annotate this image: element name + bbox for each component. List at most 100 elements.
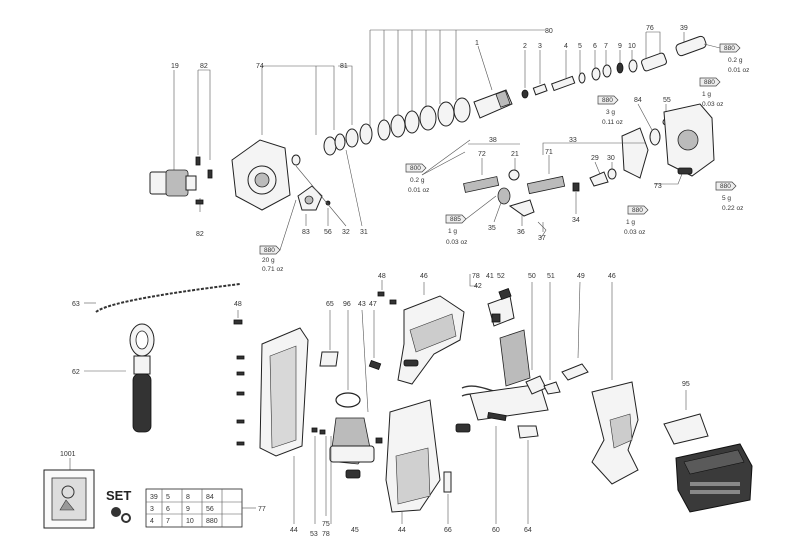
grease-note-2to10: 880 3 g 0.11 oz [602, 97, 623, 126]
svg-text:880: 880 [704, 79, 715, 86]
label-31: 31 [360, 229, 368, 236]
label-41: 41 [486, 273, 494, 280]
part-44-housing-right [385, 399, 441, 524]
svg-text:880: 880 [264, 247, 275, 254]
grease-note-39: 880 0.2 g 0.01 oz [724, 45, 749, 74]
label-73: 73 [654, 183, 662, 190]
part-46-handle-right [591, 282, 639, 485]
set-title: SET [106, 488, 131, 503]
label-10: 10 [628, 43, 636, 50]
svg-text:880: 880 [720, 183, 731, 190]
label-64: 64 [524, 527, 532, 534]
label-44b: 44 [398, 527, 406, 534]
svg-text:0.01 oz: 0.01 oz [408, 187, 429, 194]
grease-callouts-top [259, 43, 741, 255]
set-cell: 7 [166, 518, 170, 525]
label-48b: 48 [378, 273, 386, 280]
part-63-depth-rod [84, 283, 241, 313]
label-60: 60 [492, 527, 500, 534]
label-76: 76 [646, 25, 654, 32]
part-48-screws-left [233, 310, 245, 446]
label-46a: 46 [420, 273, 428, 280]
label-43: 43 [358, 301, 366, 308]
label-96: 96 [343, 301, 351, 308]
label-82a: 82 [200, 63, 208, 70]
svg-text:880: 880 [724, 45, 735, 52]
label-66: 66 [444, 527, 452, 534]
label-29: 29 [591, 155, 599, 162]
label-19: 19 [171, 63, 179, 70]
grease-note-74: 880 20 g 0.71 oz [262, 247, 283, 273]
part-83-56-32-31 [291, 149, 363, 227]
label-72: 72 [478, 151, 486, 158]
svg-text:0.11 oz: 0.11 oz [602, 119, 623, 126]
svg-text:5 g: 5 g [722, 195, 731, 202]
svg-text:20 g: 20 g [262, 257, 275, 264]
svg-text:1 g: 1 g [702, 91, 711, 98]
svg-text:0.22 oz: 0.22 oz [722, 205, 743, 212]
label-95: 95 [682, 381, 690, 388]
part-82-screws [195, 69, 213, 212]
label-1001: 1001 [60, 451, 76, 458]
label-37: 37 [538, 235, 546, 242]
grease-note-38: 885 1 g 0.03 oz [446, 216, 467, 246]
label-44a: 44 [290, 527, 298, 534]
set-cell: 4 [150, 518, 154, 525]
part-53-75-78-screws [311, 427, 383, 524]
svg-text:0.2 g: 0.2 g [728, 57, 743, 64]
label-56: 56 [324, 229, 332, 236]
label-32: 32 [342, 229, 350, 236]
set-cell: 84 [206, 494, 214, 501]
label-78a: 78 [472, 273, 480, 280]
svg-text:3 g: 3 g [606, 109, 615, 116]
set-cell: 880 [206, 518, 218, 525]
part-49-button [561, 281, 589, 381]
part-44-housing-left [259, 327, 309, 524]
label-53: 53 [310, 531, 318, 538]
label-5: 5 [578, 43, 582, 50]
label-49: 49 [577, 273, 585, 280]
svg-text:1 g: 1 g [626, 219, 635, 226]
label-83: 83 [302, 229, 310, 236]
part-19-chuck [149, 70, 197, 197]
label-75: 75 [322, 521, 330, 528]
part-65-label [319, 310, 339, 367]
label-48a: 48 [234, 301, 242, 308]
part-62-side-handle [84, 323, 155, 433]
label-46b: 46 [608, 273, 616, 280]
part-1-tube [473, 45, 513, 119]
part-42-41-52-switch [469, 274, 515, 327]
part-76-39 [641, 31, 707, 72]
label-74: 74 [256, 63, 264, 70]
label-45: 45 [351, 527, 359, 534]
label-9: 9 [618, 43, 622, 50]
label-50: 50 [528, 273, 536, 280]
part-66-strip [443, 471, 452, 524]
label-2: 2 [523, 43, 527, 50]
label-7: 7 [604, 43, 608, 50]
part-55-84-73 [621, 103, 715, 185]
label-39: 39 [680, 25, 688, 32]
part-74-housing [231, 65, 335, 211]
svg-text:0.01 oz: 0.01 oz [728, 67, 749, 74]
label-71: 71 [545, 149, 553, 156]
part-33-gears [526, 142, 645, 214]
set-cell: 10 [186, 518, 194, 525]
grease-note-labels: 880 0.2 g 0.01 oz 880 1 g 0.03 oz 880 3 … [262, 45, 749, 273]
svg-text:0.03 oz: 0.03 oz [446, 239, 467, 246]
part-96-43-47-motor [329, 309, 382, 479]
label-33: 33 [569, 137, 577, 144]
part-number-labels: 19 82 82 74 81 80 1 2 3 4 5 6 7 9 10 8 7… [60, 25, 690, 538]
label-52: 52 [497, 273, 505, 280]
label-38: 38 [489, 137, 497, 144]
label-42: 42 [474, 283, 482, 290]
svg-text:885: 885 [450, 216, 461, 223]
part-38-group [463, 143, 547, 239]
set-cell: 6 [166, 506, 170, 513]
part-50-51-64 [517, 282, 561, 524]
set-cell: 56 [206, 506, 214, 513]
svg-text:800: 800 [410, 165, 421, 172]
label-84: 84 [634, 97, 642, 104]
